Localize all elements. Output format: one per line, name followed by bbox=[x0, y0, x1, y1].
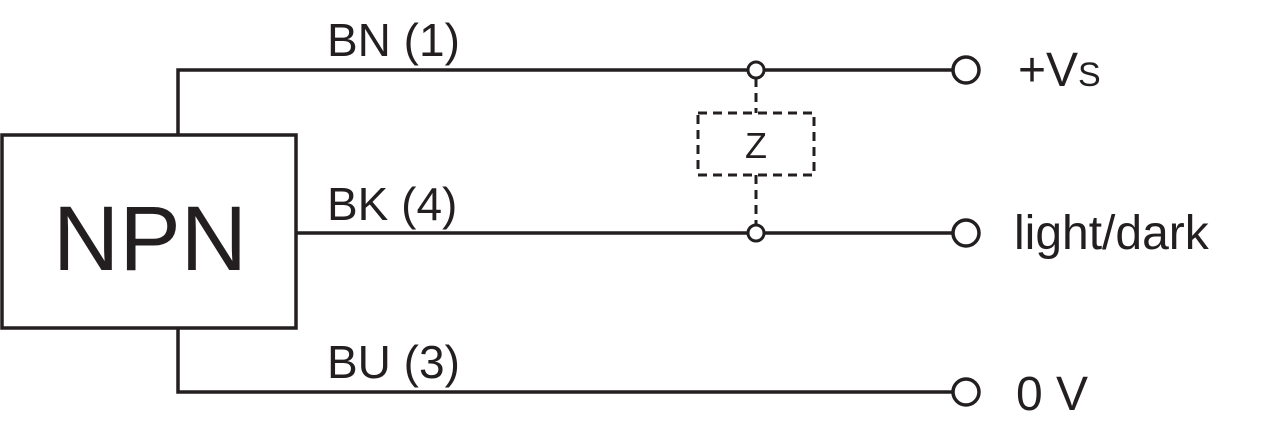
terminal-0v bbox=[951, 377, 981, 407]
load-z-label: Z bbox=[745, 125, 767, 166]
terminal-label-vs-sub: S bbox=[1078, 56, 1101, 94]
terminal-label-light-dark: light/dark bbox=[1014, 207, 1210, 260]
terminal-label-vs-main: +V bbox=[1018, 44, 1078, 97]
terminal-vs bbox=[951, 55, 981, 85]
wire-label-bn: BN (1) bbox=[327, 14, 460, 66]
wire-label-bu: BU (3) bbox=[327, 336, 460, 388]
npn-block bbox=[0, 133, 298, 330]
terminal-label-vs: +VS bbox=[1018, 44, 1101, 97]
terminal-light-dark bbox=[951, 218, 981, 248]
wire-label-bk: BK (4) bbox=[327, 178, 457, 230]
junction-dot-bk bbox=[746, 223, 766, 243]
wire-bu bbox=[176, 327, 955, 394]
wire-bn bbox=[176, 68, 955, 136]
junction-dot-bn bbox=[746, 60, 766, 80]
npn-block-label: NPN bbox=[53, 188, 247, 290]
terminal-label-0v: 0 V bbox=[1016, 368, 1088, 421]
